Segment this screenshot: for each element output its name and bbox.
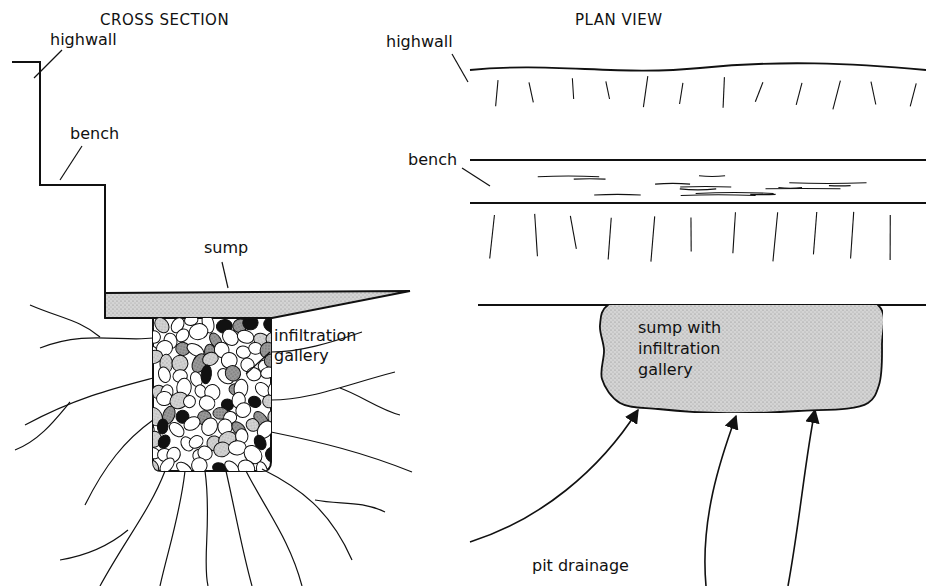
highwall-crest — [470, 63, 926, 70]
part-label: highwall — [386, 32, 453, 52]
part-label: highwall — [50, 30, 117, 50]
plan-view — [452, 54, 926, 586]
bench-surface — [538, 176, 867, 196]
sump-water — [105, 291, 410, 318]
gallery-outline — [153, 318, 271, 471]
view-title: PLAN VIEW — [575, 10, 663, 30]
bench-edge — [470, 202, 926, 204]
part-label: pit drainage — [532, 556, 629, 576]
highwall-profile — [12, 62, 105, 318]
cross-section — [12, 50, 412, 586]
gallery-rocks — [136, 312, 288, 481]
sump-plan-shape: sump with infiltration gallery — [598, 305, 883, 413]
fractures — [15, 305, 412, 586]
highwall-face — [496, 76, 917, 109]
leader-lines — [34, 50, 270, 374]
drainage-arrows — [470, 410, 815, 586]
lower-face — [490, 212, 891, 262]
part-label: bench — [70, 124, 119, 144]
view-title: CROSS SECTION — [100, 10, 229, 30]
part-label: sump — [204, 238, 248, 258]
part-label: infiltration gallery — [274, 326, 370, 366]
bench-edge — [470, 159, 926, 161]
part-label: bench — [408, 150, 457, 170]
sump-outline-path — [600, 305, 883, 413]
shape-label: sump with infiltration gallery — [638, 317, 748, 380]
leader-lines — [452, 54, 490, 186]
